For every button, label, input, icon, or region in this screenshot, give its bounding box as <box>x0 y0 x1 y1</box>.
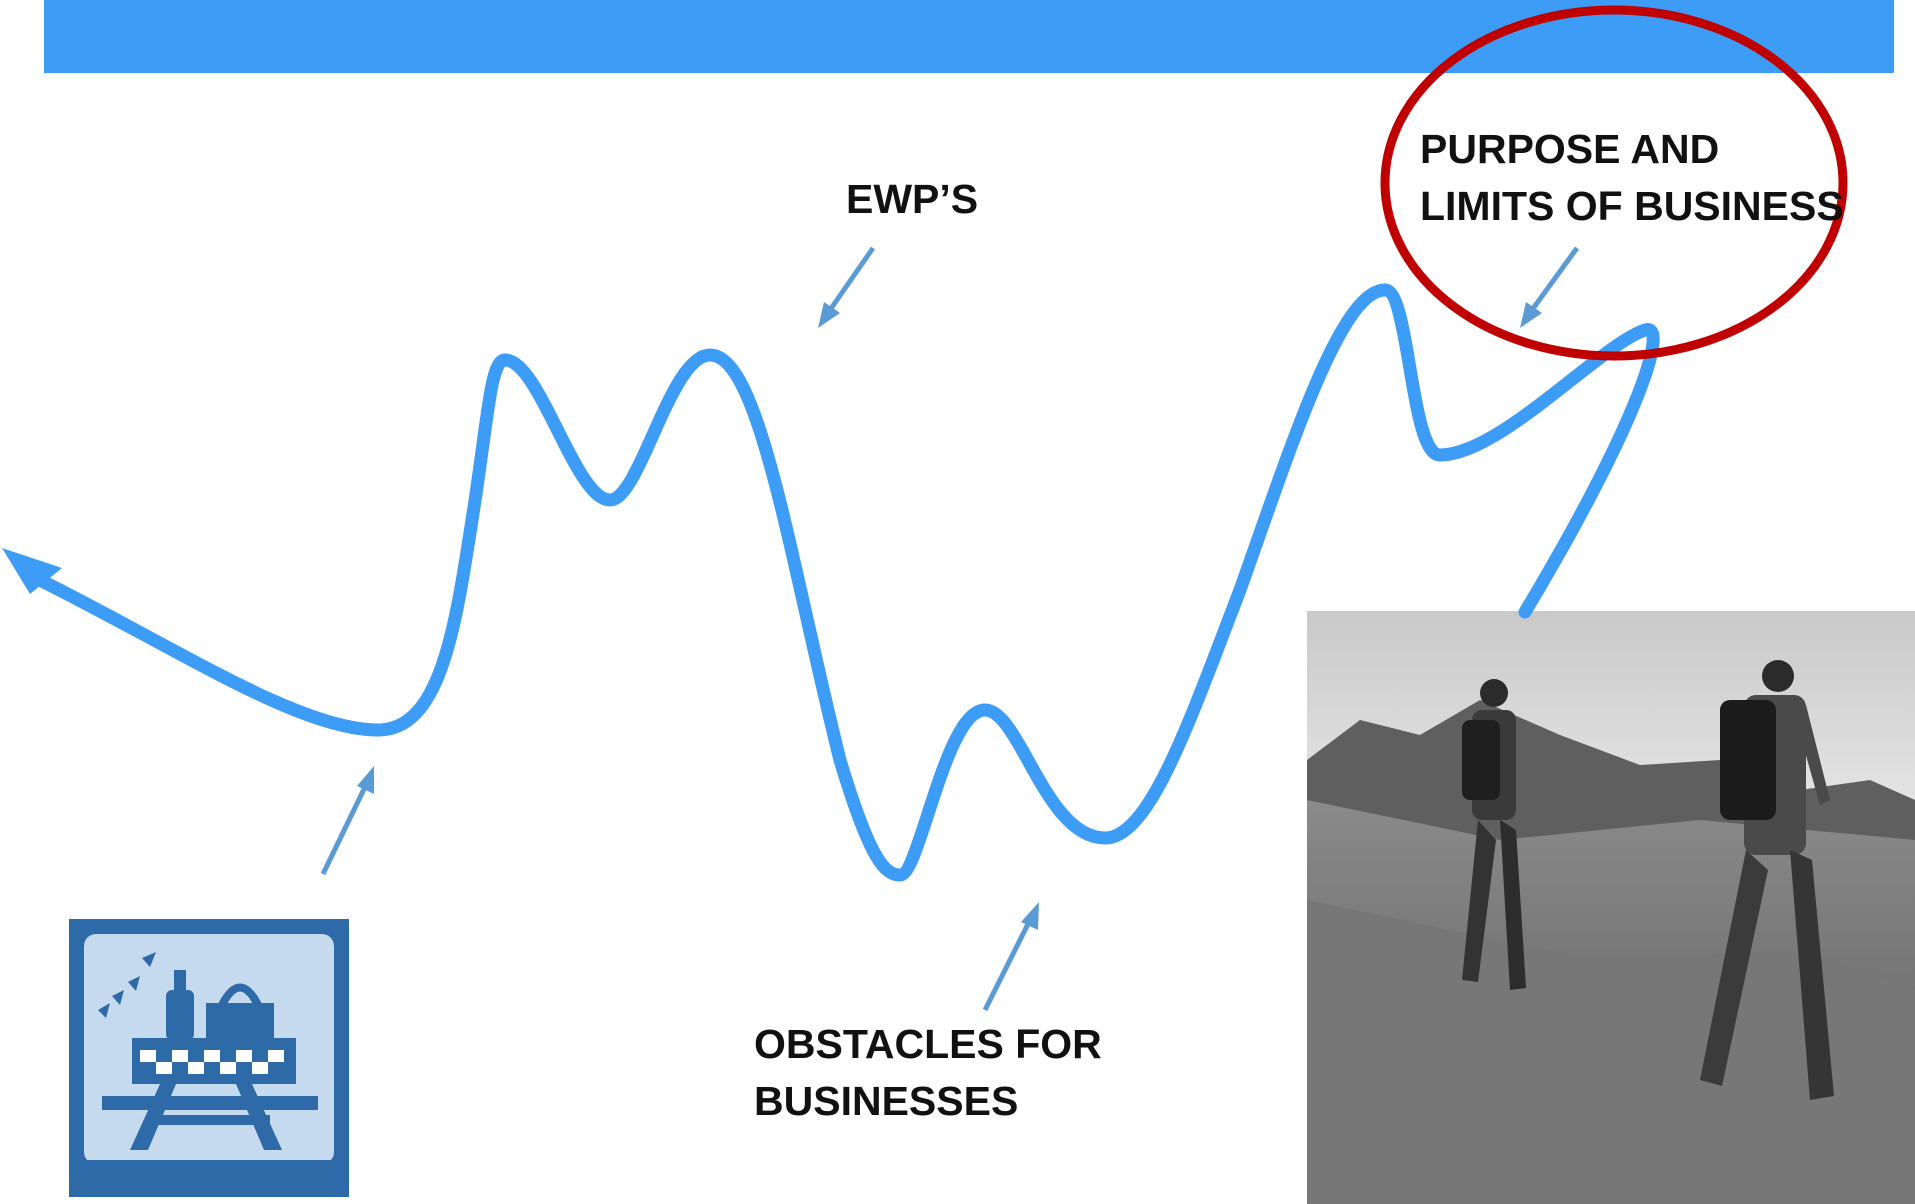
pointer-start <box>320 766 374 876</box>
highlight-circle <box>1380 5 1848 361</box>
pointer-ewps <box>818 246 876 328</box>
label-purpose-and-limits: PURPOSE AND LIMITS OF BUSINESS <box>1420 121 1844 235</box>
label-obstacles-line2: BUSINESSES <box>754 1078 1019 1124</box>
pointer-purpose <box>1520 246 1580 328</box>
label-obstacles-for-businesses: OBSTACLES FOR BUSINESSES <box>754 1016 1102 1130</box>
hikers-photo <box>1307 611 1915 1204</box>
hiker-right <box>1700 660 1834 1100</box>
label-obstacles-line1: OBSTACLES FOR <box>754 1021 1102 1067</box>
journey-curve <box>33 283 1660 882</box>
picnic-table-icon <box>69 919 349 1197</box>
label-purpose-line1: PURPOSE AND <box>1420 126 1720 172</box>
hiker-left <box>1462 679 1526 990</box>
pointer-obstacles <box>982 902 1039 1012</box>
label-ewps: EWP’S <box>846 176 979 222</box>
label-purpose-line2: LIMITS OF BUSINESS <box>1420 183 1844 229</box>
curve-arrowhead <box>2 548 62 594</box>
